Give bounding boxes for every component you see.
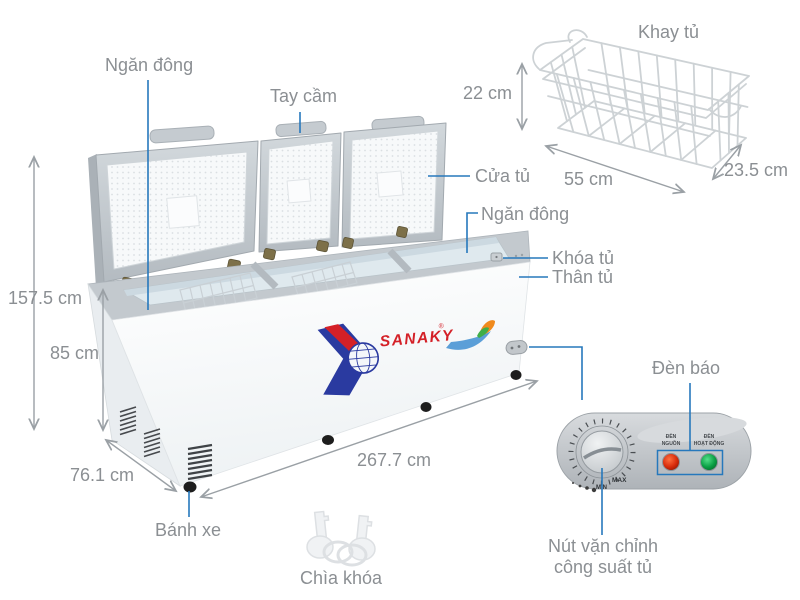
width-arrow	[201, 381, 537, 497]
label-freezer-compartment-right: Ngăn đông	[481, 204, 570, 224]
knob-max-label: MAX	[612, 477, 627, 484]
brand-name-text: SANAKY	[379, 327, 455, 350]
dim-body-height: 85 cm	[50, 343, 100, 363]
indicator-lights: ĐÈN NGUỒN ĐÈN HOẠT ĐỘNG	[656, 432, 725, 476]
operation-light-label: ĐÈN	[704, 432, 715, 440]
registered-mark: ®	[438, 322, 445, 330]
lid-right	[341, 115, 447, 248]
key-icon	[313, 510, 330, 540]
label-wheel: Bánh xe	[155, 520, 222, 540]
dim-depth: 76.1 cm	[70, 465, 135, 485]
label-lock: Khóa tủ	[552, 248, 615, 268]
dim-total-height: 157.5 cm	[8, 288, 83, 308]
label-key: Chìa khóa	[300, 568, 383, 588]
dim-tray-width: 55 cm	[564, 169, 614, 189]
lid-middle	[258, 120, 342, 253]
key-icon	[306, 535, 334, 559]
tray-width-arrow	[546, 146, 684, 192]
dim-tray-depth: 23.5 cm	[724, 160, 789, 180]
label-handle: Tay cầm	[270, 86, 338, 106]
svg-text:HOẠT ĐỘNG: HOẠT ĐỘNG	[694, 439, 725, 447]
indicator-lights-highlight-box	[656, 449, 724, 476]
freezer-lids	[88, 115, 447, 291]
label-power-knob: Nút vặn chỉnh công suất tủ	[538, 536, 668, 577]
inverter-swoosh-icon	[446, 320, 495, 350]
depth-arrow	[106, 440, 176, 491]
compartment-dividers	[250, 248, 412, 290]
power-light-icon	[662, 453, 680, 471]
wheel-icon	[420, 402, 432, 412]
wheel-icon	[183, 481, 197, 493]
dim-tray-height: 22 cm	[462, 83, 512, 103]
knob-pointer	[583, 447, 622, 460]
svg-text:NGUỒN: NGUỒN	[662, 440, 681, 447]
rim-lock-icon	[490, 252, 524, 262]
label-tray: Khay tủ	[638, 22, 700, 42]
brand-logo: SANAKY ®	[317, 322, 455, 396]
wheel-icon	[322, 435, 334, 445]
tray-depth-arrow	[713, 145, 741, 179]
control-panel-inset: MAX MIN ĐÈN NGUỒN ĐÈN HOẠT ĐỘNG	[548, 400, 796, 502]
inner-wire-baskets	[179, 261, 358, 317]
label-indicator-light: Đèn báo	[652, 358, 721, 378]
key-ring-icon	[336, 543, 368, 567]
dimension-arrows	[34, 64, 741, 497]
dim-width: 267.7 cm	[357, 450, 432, 470]
label-freezer-compartment-left: Ngăn đông	[105, 55, 194, 75]
lid-left	[88, 125, 259, 288]
label-door: Cửa tủ	[475, 166, 531, 186]
power-light-label: ĐÈN	[666, 432, 677, 440]
label-body: Thân tủ	[552, 267, 614, 287]
label-power-knob-line2: công suất tủ	[553, 556, 653, 577]
key-ring-icon	[322, 540, 354, 564]
leader-lines	[147, 80, 691, 535]
keys-illustration	[306, 510, 376, 567]
tray-illustration	[532, 29, 750, 169]
temperature-knob: MAX MIN	[568, 418, 636, 493]
control-panel-small-icon	[505, 340, 528, 355]
operation-light-icon	[700, 453, 718, 471]
lid-handle-icon	[149, 125, 215, 144]
label-power-knob-line1: Nút vặn chỉnh	[547, 536, 659, 556]
lid-handle-icon	[275, 120, 327, 138]
wheel-icon	[510, 370, 522, 380]
key-icon	[355, 514, 373, 542]
